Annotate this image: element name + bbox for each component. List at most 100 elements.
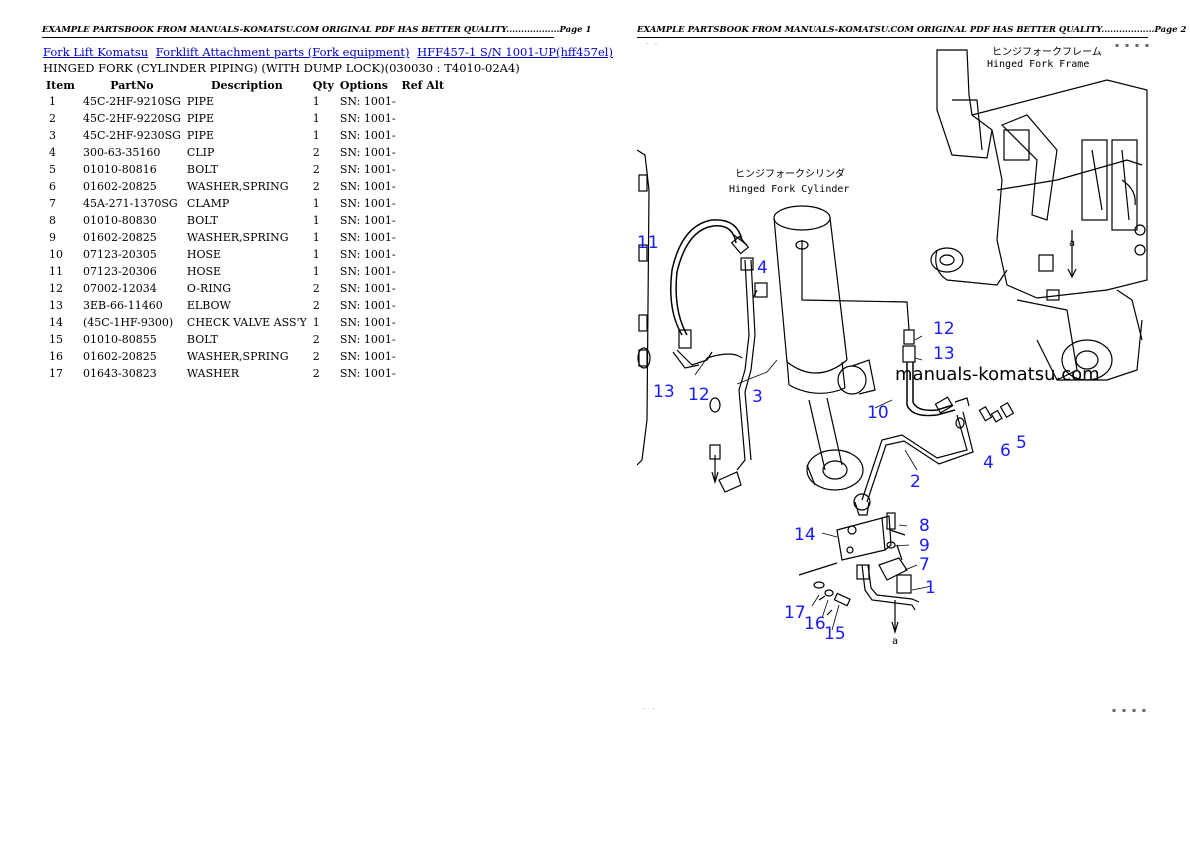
cell-options: SN: 1001-: [339, 129, 396, 142]
callout-17[interactable]: 17: [784, 603, 806, 623]
cell-item: 1: [49, 95, 56, 108]
column-header-ref-alt: Ref Alt: [401, 78, 445, 92]
cell-options: SN: 1001-: [339, 265, 396, 278]
cell-description: WASHER,SPRING: [186, 180, 289, 193]
cylinder-label-jp: ヒンジフォークシリンダ: [735, 167, 845, 180]
cell-qty: 2: [312, 282, 320, 295]
callout-16[interactable]: 16: [804, 614, 826, 634]
page1-header: EXAMPLE PARTSBOOK FROM MANUALS-KOMATSU.C…: [42, 25, 591, 38]
cell-description: CHECK VALVE ASS'Y: [186, 316, 307, 329]
cell-options: SN: 1001-: [339, 367, 396, 380]
cell-partno: (45C-1HF-9300): [83, 316, 174, 329]
cell-options: SN: 1001-: [339, 180, 396, 193]
cell-ref-alt: [399, 212, 448, 229]
cell-partno: 07123-20305: [83, 248, 157, 261]
cell-options: SN: 1001-: [339, 299, 396, 312]
cell-qty: 2: [312, 367, 320, 380]
cell-item: 12: [49, 282, 63, 295]
header-mark-left: ⁻ ⁻: [645, 42, 660, 49]
callout-12-left[interactable]: 12: [688, 385, 710, 405]
frame-label-jp: ヒンジフォークフレーム: [992, 46, 1102, 58]
frame-label-en: Hinged Fork Frame: [987, 59, 1089, 70]
cell-description: HOSE: [186, 265, 222, 278]
cell-qty: 1: [312, 197, 320, 210]
cell-partno: 01010-80855: [83, 333, 157, 346]
cell-item: 5: [49, 163, 56, 176]
callout-2[interactable]: 2: [910, 472, 921, 492]
cell-qty: 1: [312, 265, 320, 278]
cell-description: PIPE: [186, 112, 215, 125]
table-row: 12 07002-12034 O-RING 2 SN: 1001-: [43, 280, 447, 297]
cell-partno: 07002-12034: [83, 282, 157, 295]
callout-6[interactable]: 6: [1000, 441, 1011, 461]
callout-12-right[interactable]: 12: [933, 319, 955, 339]
cell-partno: 45C-2HF-9220SG: [83, 112, 181, 125]
breadcrumb-link-fork-lift[interactable]: Fork Lift Komatsu: [43, 45, 149, 59]
cell-options: SN: 1001-: [339, 333, 396, 346]
callout-9[interactable]: 9: [919, 536, 930, 556]
cell-description: WASHER: [186, 367, 240, 380]
callout-3[interactable]: 3: [752, 387, 763, 407]
cell-options: SN: 1001-: [339, 248, 396, 261]
callout-11[interactable]: 11: [637, 233, 659, 253]
cell-description: PIPE: [186, 95, 215, 108]
cell-partno: 45C-2HF-9230SG: [83, 129, 181, 142]
cell-qty: 1: [312, 214, 320, 227]
cell-description: BOLT: [186, 333, 218, 346]
callout-7[interactable]: 7: [919, 555, 930, 575]
cell-qty: 1: [312, 316, 320, 329]
cell-item: 2: [49, 112, 56, 125]
breadcrumb-link-model[interactable]: HFF457-1 S/N 1001-UP(hff457el): [417, 45, 613, 59]
callout-15[interactable]: 15: [824, 624, 846, 644]
cell-ref-alt: [399, 263, 448, 280]
page2-header: EXAMPLE PARTSBOOK FROM MANUALS-KOMATSU.C…: [637, 25, 1186, 38]
cell-item: 17: [49, 367, 63, 380]
cell-ref-alt: [399, 161, 448, 178]
callout-5[interactable]: 5: [1016, 433, 1027, 453]
column-header-description: Description: [211, 78, 283, 92]
callout-13-left[interactable]: 13: [653, 382, 675, 402]
cell-options: SN: 1001-: [339, 163, 396, 176]
cell-partno: 07123-20306: [83, 265, 157, 278]
callout-4-left[interactable]: 4: [757, 258, 768, 278]
cell-item: 15: [49, 333, 63, 346]
cell-item: 10: [49, 248, 63, 261]
cell-ref-alt: [399, 246, 448, 263]
cell-item: 6: [49, 180, 56, 193]
cell-options: SN: 1001-: [339, 316, 396, 329]
cell-partno: 45A-271-1370SG: [83, 197, 178, 210]
cell-description: CLIP: [186, 146, 215, 159]
cell-ref-alt: [399, 331, 448, 348]
clip-4-left-drawing: [752, 282, 768, 299]
cell-qty: 2: [312, 180, 320, 193]
cell-description: BOLT: [186, 163, 218, 176]
cell-ref-alt: [399, 297, 448, 314]
cell-options: SN: 1001-: [339, 282, 396, 295]
callout-8[interactable]: 8: [919, 516, 930, 536]
arrow-label-a-bottom: a: [892, 636, 898, 647]
cell-qty: 2: [312, 350, 320, 363]
cell-qty: 2: [312, 146, 320, 159]
breadcrumb-link-attachment-parts[interactable]: Forklift Attachment parts (Fork equipmen…: [155, 45, 410, 59]
cell-options: SN: 1001-: [339, 112, 396, 125]
callout-4-right[interactable]: 4: [983, 453, 994, 473]
breadcrumb: Fork Lift Komatsu Forklift Attachment pa…: [43, 45, 617, 59]
callout-1[interactable]: 1: [925, 578, 936, 598]
cell-ref-alt: [399, 314, 448, 331]
callout-10[interactable]: 10: [867, 403, 889, 423]
arrow-label-a-top: a: [1069, 238, 1075, 249]
cell-ref-alt: [399, 93, 448, 110]
callout-14[interactable]: 14: [794, 525, 816, 545]
cylinder-label-en: Hinged Fork Cylinder: [729, 184, 849, 195]
cell-ref-alt: [399, 280, 448, 297]
table-header-row: Item PartNo Description Qty Options Ref …: [43, 77, 447, 93]
cell-partno: 01602-20825: [83, 231, 157, 244]
callout-13-right[interactable]: 13: [933, 344, 955, 364]
cell-description: O-RING: [186, 282, 232, 295]
